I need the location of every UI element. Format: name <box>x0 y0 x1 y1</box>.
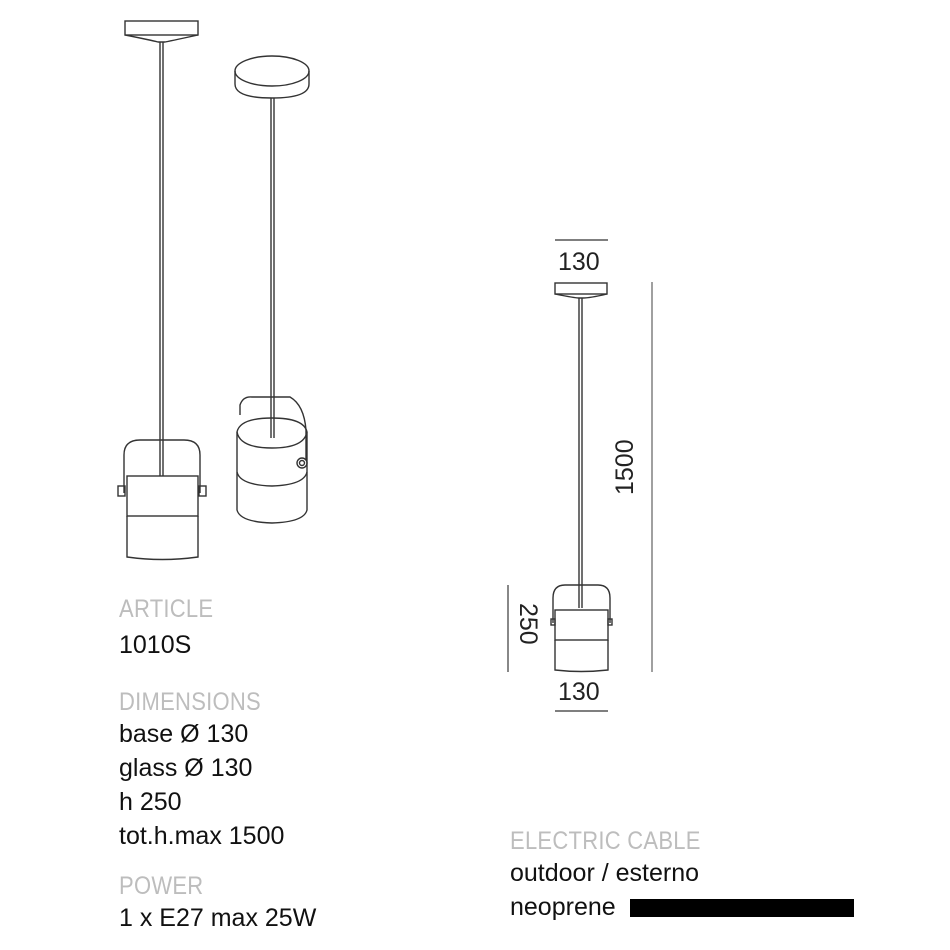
article-label: ARTICLE <box>119 595 214 623</box>
cable-color-swatch <box>629 899 854 917</box>
electric-cable-label: ELECTRIC CABLE <box>510 827 701 855</box>
lamp-front-view <box>117 20 207 561</box>
article-section: ARTICLE 1010S <box>119 597 226 662</box>
dimension-base: base Ø 130 <box>119 720 249 748</box>
dim-total-height: 1500 <box>611 439 639 495</box>
dimensions-label: DIMENSIONS <box>119 688 261 716</box>
lamp-dimensioned-view <box>550 282 613 673</box>
cable-material-row: neoprene <box>510 890 854 924</box>
dimension-total-height: tot.h.max 1500 <box>119 822 285 850</box>
dimension-height: h 250 <box>119 788 182 816</box>
dim-top-width: 130 <box>558 248 600 276</box>
cable-material: neoprene <box>510 893 616 921</box>
power-section: POWER 1 x E27 max 25W <box>119 874 316 935</box>
dim-lamp-height: 250 <box>514 603 542 645</box>
power-label: POWER <box>119 872 204 900</box>
cable-type-outdoor: outdoor / esterno <box>510 859 700 887</box>
power-value: 1 x E27 max 25W <box>119 904 317 932</box>
article-value: 1010S <box>119 631 192 659</box>
lamp-perspective-view <box>234 55 310 524</box>
electric-cable-section: ELECTRIC CABLE outdoor / esterno neopren… <box>510 829 854 924</box>
dimensions-section: DIMENSIONS base Ø 130 glass Ø 130 h 250 … <box>119 690 284 853</box>
dim-bottom-width: 130 <box>558 678 600 706</box>
dimension-glass: glass Ø 130 <box>119 754 253 782</box>
